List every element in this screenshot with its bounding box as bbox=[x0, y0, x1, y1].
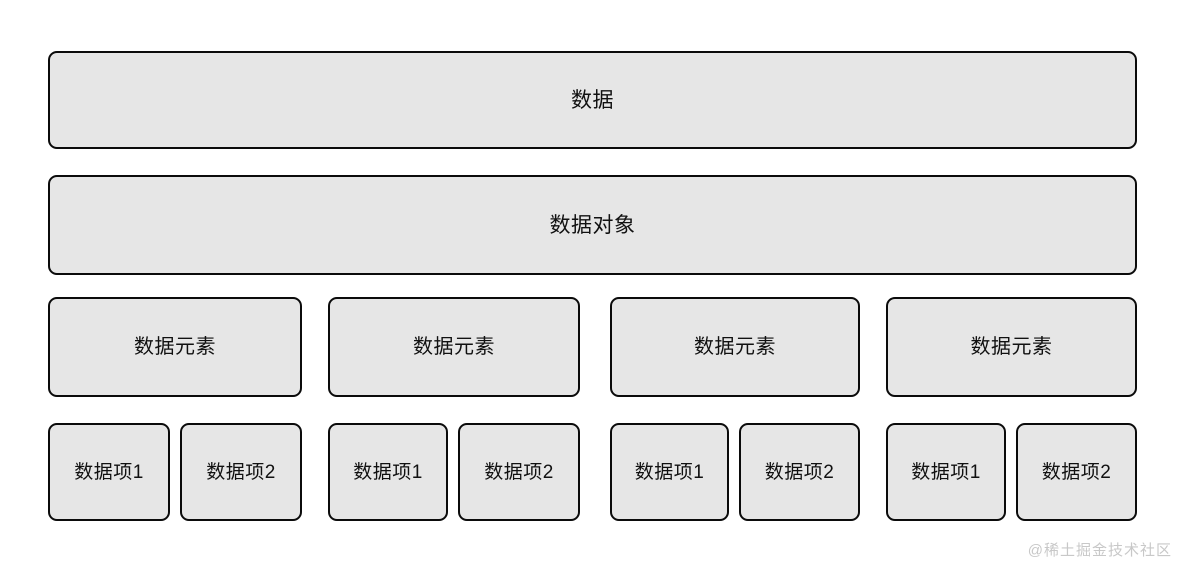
node-data-object: 数据对象 bbox=[48, 175, 1137, 275]
node-label: 数据元素 bbox=[694, 336, 776, 358]
node-data-element: 数据元素 bbox=[328, 297, 580, 397]
watermark: @稀土掘金技术社区 bbox=[1027, 542, 1172, 559]
node-label: 数据项1 bbox=[353, 461, 423, 483]
node-data: 数据 bbox=[48, 51, 1137, 149]
node-data-item: 数据项2 bbox=[1016, 423, 1137, 521]
node-data-item: 数据项1 bbox=[886, 423, 1006, 521]
node-data-item: 数据项2 bbox=[458, 423, 580, 521]
node-label: 数据项1 bbox=[911, 461, 981, 483]
node-data-element: 数据元素 bbox=[886, 297, 1137, 397]
node-label: 数据元素 bbox=[413, 336, 495, 358]
node-data-element: 数据元素 bbox=[48, 297, 302, 397]
node-label: 数据项1 bbox=[74, 461, 144, 483]
node-data-item: 数据项2 bbox=[180, 423, 302, 521]
node-label: 数据项1 bbox=[634, 461, 705, 483]
node-label: 数据项2 bbox=[206, 461, 276, 483]
node-label: 数据项2 bbox=[764, 461, 835, 483]
node-data-item: 数据项1 bbox=[610, 423, 729, 521]
node-label: 数据项2 bbox=[484, 461, 554, 483]
node-data-item: 数据项1 bbox=[328, 423, 448, 521]
node-label: 数据项2 bbox=[1041, 461, 1112, 483]
node-label: 数据 bbox=[571, 88, 614, 112]
node-label: 数据元素 bbox=[970, 336, 1053, 358]
node-data-element: 数据元素 bbox=[610, 297, 860, 397]
node-data-item: 数据项1 bbox=[48, 423, 170, 521]
node-data-item: 数据项2 bbox=[739, 423, 860, 521]
node-label: 数据元素 bbox=[134, 336, 216, 358]
node-label: 数据对象 bbox=[549, 213, 636, 237]
